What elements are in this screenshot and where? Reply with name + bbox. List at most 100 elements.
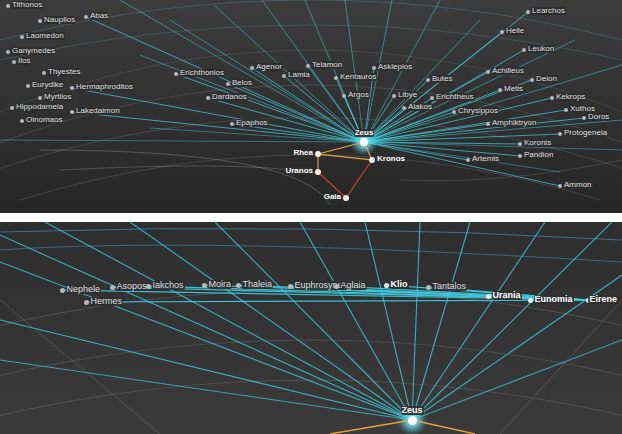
- network-node: Erichtheus: [430, 96, 434, 100]
- network-node: Butes: [426, 78, 430, 82]
- grey-arc: [0, 50, 622, 120]
- network-node: Zeus: [360, 138, 368, 146]
- grey-arc: [400, 160, 622, 181]
- network-node: Amphiktryon: [486, 122, 490, 126]
- grey-arc: [60, 166, 320, 175]
- node-label: Tithonos: [11, 1, 43, 9]
- link-line: [89, 300, 586, 302]
- network-node: Koronis: [518, 142, 522, 146]
- link-line: [45, 222, 412, 420]
- node-label: Achilleus: [491, 67, 525, 75]
- network-node: Laomedon: [20, 35, 24, 39]
- network-node: Metis: [498, 88, 502, 92]
- link-line: [412, 340, 622, 420]
- link-line: [368, 98, 550, 141]
- network-node: Erichthonios: [174, 72, 178, 76]
- node-label: Thaleia: [242, 280, 274, 289]
- node-label: Xuthos: [569, 105, 596, 113]
- network-node: Hermes: [84, 300, 89, 305]
- network-node: Argos: [342, 94, 346, 98]
- node-label: Telamon: [311, 61, 343, 69]
- link-line: [321, 154, 369, 159]
- link-line: [368, 81, 530, 141]
- network-node: Leukon: [522, 48, 526, 52]
- node-glow: [396, 404, 428, 434]
- network-node: Kentauros: [334, 76, 338, 80]
- network-node: Hippodameia: [10, 106, 14, 110]
- node-label: Hermaphroditos: [75, 83, 134, 91]
- node-label: Alakos: [407, 103, 433, 111]
- network-node: Asklepios: [372, 66, 376, 70]
- grey-arc: [20, 155, 600, 200]
- node-label: Metis: [503, 85, 524, 93]
- link-line: [412, 222, 470, 420]
- grey-line: [500, 300, 622, 434]
- link-line: [130, 222, 412, 420]
- network-node: Libye: [392, 94, 396, 98]
- node-label: Amphiktryon: [491, 119, 537, 127]
- link-line: [348, 162, 371, 195]
- node-label: Lamia: [287, 71, 311, 79]
- network-node: Alakos: [402, 106, 406, 110]
- node-label: Libye: [397, 91, 418, 99]
- network-node: Achilleus: [486, 70, 490, 74]
- network-node: Xuthos: [564, 108, 568, 112]
- node-label: Dardanos: [211, 93, 248, 101]
- network-node: Ammon: [558, 184, 562, 188]
- network-node: Uranos: [315, 169, 321, 175]
- network-node: Rhea: [315, 151, 321, 157]
- link-line: [368, 142, 518, 144]
- node-label: Asopos: [116, 282, 148, 291]
- link-line: [0, 320, 412, 420]
- node-label: Ammon: [563, 181, 593, 189]
- node-label: Nephele: [66, 285, 102, 294]
- node-label: Urania: [492, 291, 522, 300]
- network-node: Abas: [84, 15, 88, 19]
- network-node: Belos: [226, 82, 230, 86]
- network-node: Telamon: [306, 64, 310, 68]
- network-node: Agenor: [250, 66, 254, 70]
- link-line: [364, 0, 392, 142]
- link-line: [364, 120, 622, 142]
- grey-arc: [0, 380, 622, 420]
- node-label: Klio: [390, 280, 409, 289]
- network-node: Helle: [500, 30, 504, 34]
- network-node: Zeus: [408, 416, 417, 425]
- network-node: Thyestes: [42, 71, 46, 75]
- node-label: Moira: [208, 280, 233, 289]
- link-line: [0, 360, 412, 420]
- node-label: Nauplios: [43, 16, 76, 24]
- network-node: Pandion: [518, 154, 522, 158]
- node-label: Pandion: [523, 151, 554, 159]
- network-node: Artemis: [466, 158, 470, 162]
- node-label: Protogeneia: [563, 129, 608, 137]
- grey-arc: [40, 150, 330, 205]
- grey-line: [0, 300, 160, 434]
- node-label: Lakedaimon: [75, 107, 121, 115]
- node-label: Kentauros: [339, 73, 377, 81]
- link-line: [0, 235, 412, 420]
- network-node: Euphrosyne: [288, 284, 293, 289]
- link-line: [262, 0, 364, 142]
- link-line: [300, 222, 412, 420]
- node-label: Laomedon: [25, 32, 65, 40]
- network-node: Gaia: [343, 195, 349, 201]
- network-node: Protogeneia: [558, 132, 562, 136]
- node-label: Thyestes: [47, 68, 81, 76]
- network-node: Aglaia: [334, 284, 339, 289]
- node-label: Koronis: [523, 139, 552, 147]
- node-label: Tantalos: [432, 282, 468, 291]
- network-node: Oinomaos: [20, 119, 24, 123]
- node-label: Aglaia: [340, 281, 367, 290]
- link-line: [210, 99, 360, 141]
- link-line: [74, 88, 360, 141]
- link-line: [215, 222, 412, 420]
- node-label: Eurydike: [31, 81, 64, 89]
- network-node: Tithonos: [6, 4, 10, 8]
- network-node: Dardanos: [206, 96, 210, 100]
- node-label: Erichthonios: [179, 69, 225, 77]
- node-label: Kekrops: [555, 93, 586, 101]
- network-node: Eurydike: [26, 84, 30, 88]
- node-label: Argos: [347, 91, 370, 99]
- node-label: Butes: [431, 75, 453, 83]
